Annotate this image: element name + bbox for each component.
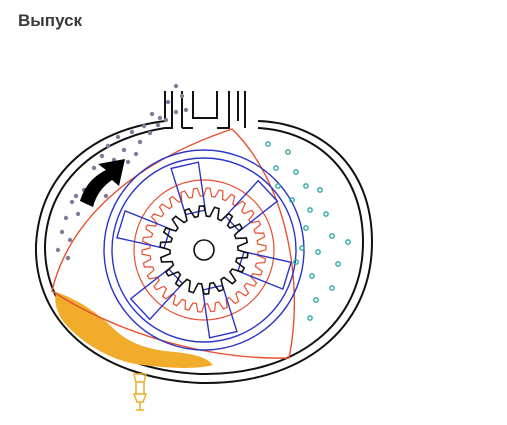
- exhaust-particle: [173, 83, 179, 89]
- hub-spoke: [129, 267, 184, 321]
- intake-particle: [273, 165, 279, 171]
- exhaust-particle: [155, 122, 161, 128]
- intake-particle: [289, 197, 295, 203]
- exhaust-particle: [147, 130, 153, 136]
- exhaust-particle: [165, 99, 171, 105]
- intake-particle: [313, 297, 319, 303]
- exhaust-particle: [67, 237, 73, 243]
- shaft-center: [193, 239, 215, 261]
- exhaust-particle: [91, 165, 97, 171]
- fuel-pool: [55, 292, 213, 368]
- exhaust-particle: [99, 153, 105, 159]
- exhaust-flow-arrow-icon: [80, 159, 125, 207]
- intake-particle: [303, 225, 309, 231]
- page-title: Выпуск: [18, 11, 83, 30]
- exhaust-particle: [69, 199, 75, 205]
- exhaust-particle: [149, 111, 155, 117]
- eccentric-shaft-gear: [159, 205, 249, 295]
- intake-particle: [329, 285, 335, 291]
- exhaust-particle: [59, 229, 65, 235]
- exhaust-particle: [121, 147, 127, 153]
- exhaust-particle: [183, 107, 189, 113]
- exhaust-particle: [173, 109, 179, 115]
- engine-housing: [34, 120, 374, 385]
- exhaust-particle: [63, 215, 69, 221]
- exhaust-particle: [105, 143, 111, 149]
- intake-particle: [345, 239, 351, 245]
- intake-particle: [293, 169, 299, 175]
- intake-particle: [299, 245, 305, 251]
- exhaust-particle: [103, 193, 109, 199]
- pinion-teeth: [159, 205, 249, 295]
- intake-particle: [307, 315, 313, 321]
- rotor-gear-rim: [133, 179, 275, 321]
- exhaust-particle: [125, 159, 131, 165]
- exhaust-particle: [133, 151, 139, 157]
- exhaust-particle: [115, 134, 121, 140]
- exhaust-particle: [179, 93, 185, 99]
- exhaust-particle: [137, 139, 143, 145]
- intake-particle: [329, 233, 335, 239]
- intake-particle: [275, 183, 281, 189]
- intake-particle: [323, 211, 329, 217]
- intake-particle: [309, 273, 315, 279]
- exhaust-particle: [55, 247, 61, 253]
- intake-particle: [335, 261, 341, 267]
- exhaust-port: [164, 91, 246, 129]
- exhaust-particle: [163, 117, 169, 123]
- intake-particle: [285, 149, 291, 155]
- exhaust-particle: [75, 211, 81, 217]
- exhaust-particle: [157, 115, 163, 121]
- spark-plug-icon: [132, 373, 148, 411]
- intake-particle: [293, 259, 299, 265]
- hub-spoke: [224, 179, 279, 233]
- exhaust-particle: [73, 193, 79, 199]
- exhaust-particle: [129, 129, 135, 135]
- intake-particles: [265, 141, 351, 321]
- intake-particle: [317, 187, 323, 193]
- intake-particle: [315, 249, 321, 255]
- rotor: [51, 128, 295, 359]
- exhaust-particle: [141, 123, 147, 129]
- intake-particle: [303, 183, 309, 189]
- intake-particle: [265, 141, 271, 147]
- exhaust-particle: [65, 255, 71, 261]
- intake-particle: [307, 207, 313, 213]
